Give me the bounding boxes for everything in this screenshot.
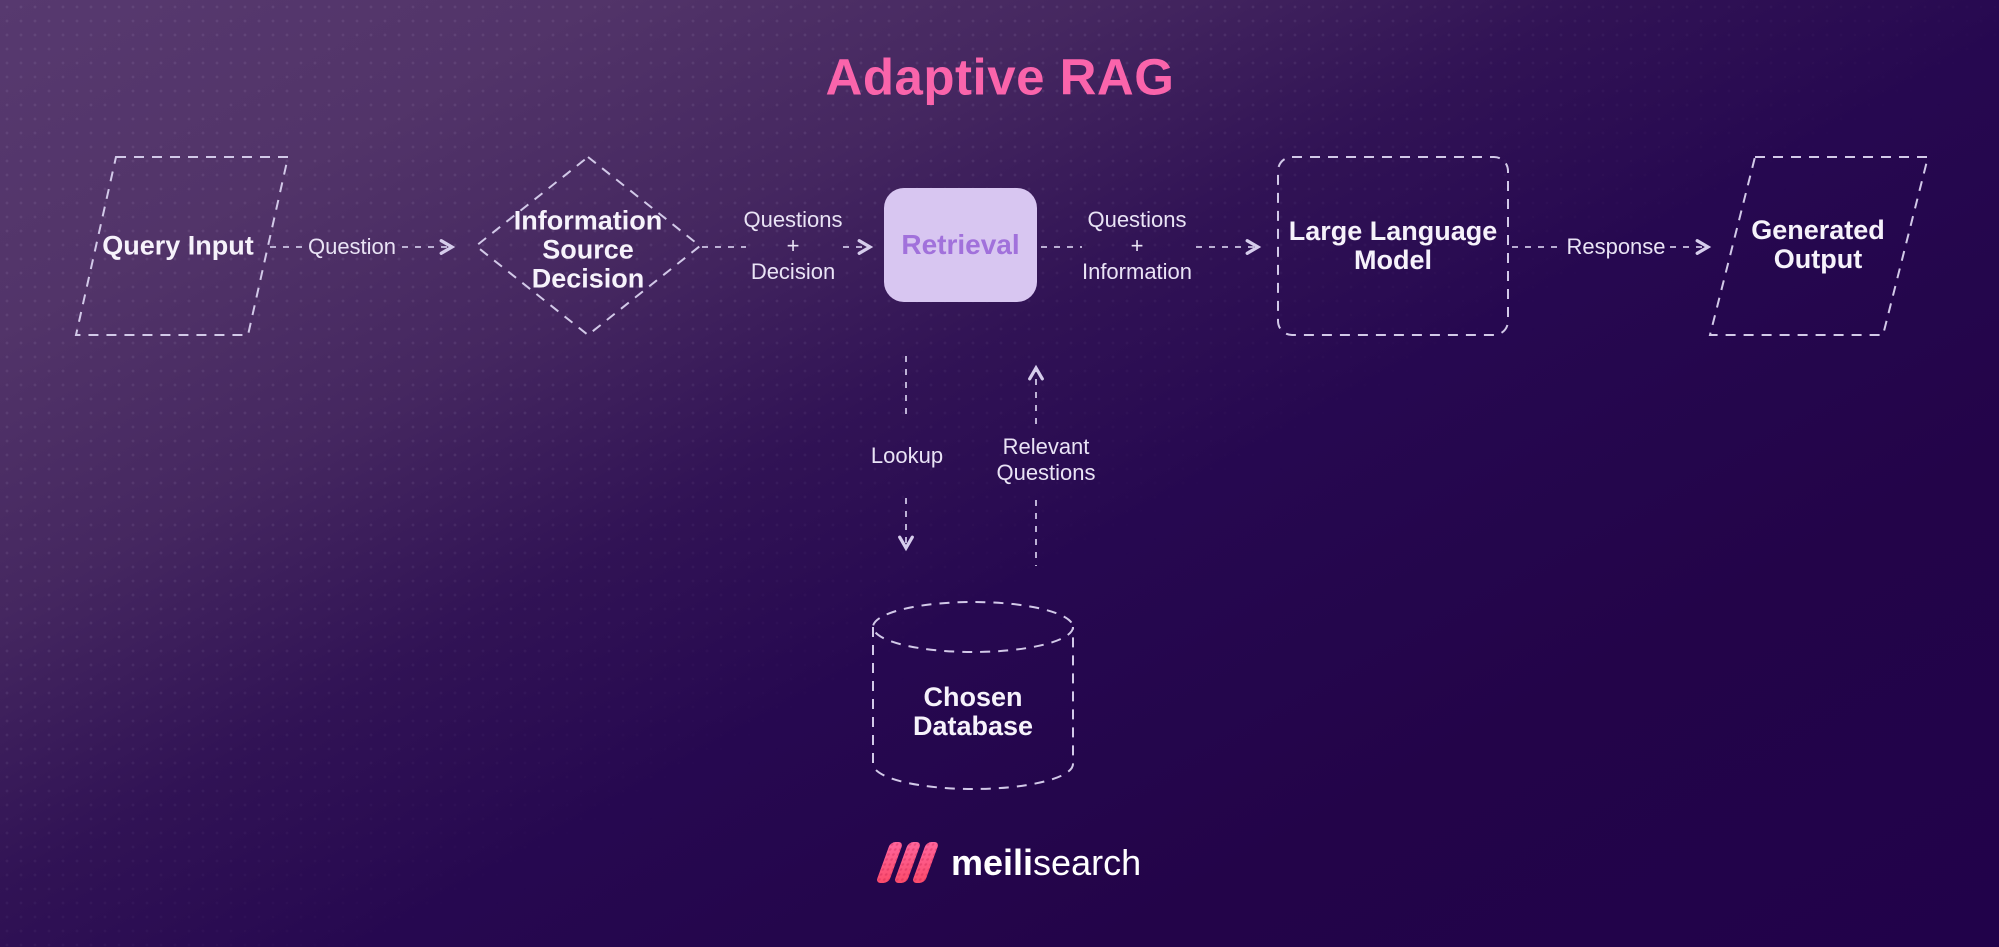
generated-output-label-line2: Output [1773, 244, 1863, 274]
database-label: Chosen Database [913, 683, 1033, 741]
generated-output-label-line1: Generated [1751, 215, 1885, 245]
llm-label-line2: Model [1353, 245, 1432, 275]
generated-output-label: Generated Output [1751, 216, 1885, 274]
edge-label-relevant-questions-line2: Questions [996, 460, 1096, 485]
meilisearch-logo-icon [875, 842, 940, 883]
edge-label-question: Question [307, 234, 397, 259]
edge-label-questions-information-line1: Questions [1087, 207, 1187, 232]
decision-label: Information Source Decision [513, 205, 663, 294]
query-input-label: Query Input [102, 230, 254, 261]
edge-label-questions-decision-line3: Decision [750, 259, 836, 284]
query-input-shape [74, 156, 290, 336]
llm-label-line1: Large Language [1288, 216, 1498, 246]
llm-label: Large Language Model [1289, 217, 1498, 275]
edge-label-relevant-questions-line1: Relevant [1002, 434, 1090, 459]
brand-text-light: search [1033, 842, 1142, 883]
meilisearch-wordmark: meilisearch [951, 842, 1141, 883]
edge-label-relevant-questions: Relevant Questions [996, 434, 1095, 486]
decision-diamond-shape [474, 155, 702, 337]
edge-label-questions-decision: Questions + Decision [743, 207, 842, 285]
edge-label-questions-information: Questions + Information [1082, 207, 1192, 285]
database-label-line2: Database [912, 711, 1034, 741]
decision-label-line1: Information [513, 205, 663, 236]
generated-output-shape [1708, 156, 1930, 336]
decision-label-line2: Source [542, 234, 634, 265]
edge-label-lookup: Lookup [870, 443, 944, 468]
edge-label-questions-decision-line1: Questions [743, 207, 843, 232]
edge-label-response: Response [1566, 234, 1666, 259]
page-title: Adaptive RAG [825, 48, 1175, 106]
edge-label-questions-information-line2: + [1130, 233, 1144, 258]
database-cylinder-body [872, 627, 1074, 790]
database-label-line1: Chosen [923, 682, 1023, 712]
edge-label-questions-information-line3: Information [1081, 259, 1193, 284]
meilisearch-logo: meilisearch [875, 842, 1141, 883]
edge-label-questions-decision-line2: + [786, 233, 800, 258]
retrieval-label: Retrieval [901, 229, 1020, 260]
retrieval-node: Retrieval [884, 188, 1037, 302]
brand-text-bold: meili [951, 842, 1034, 883]
decision-label-line3: Decision [531, 263, 645, 294]
database-cylinder-top [872, 601, 1074, 653]
